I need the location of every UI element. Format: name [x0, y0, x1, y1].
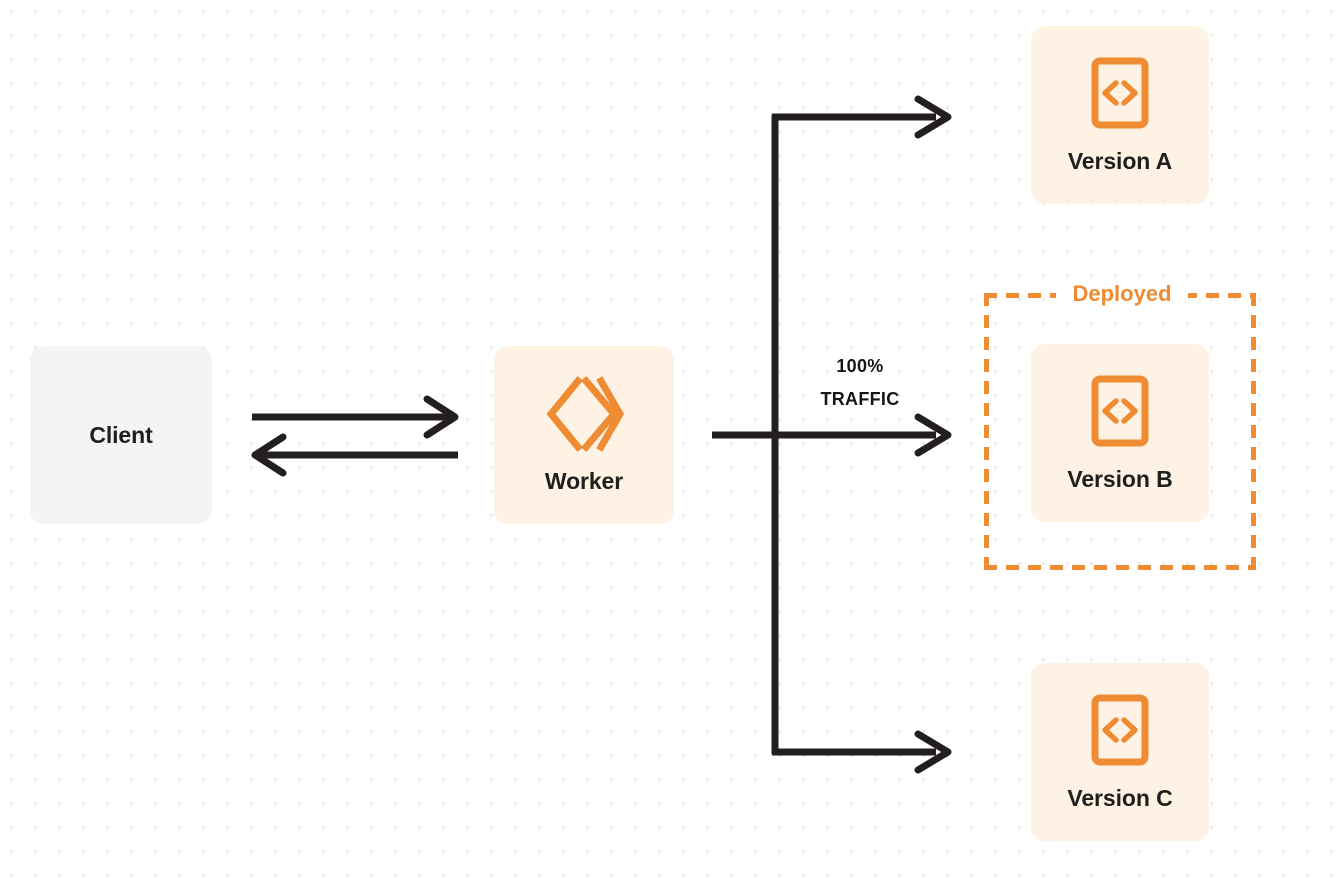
cloudflare-workers-logo-icon [543, 375, 625, 452]
deployed-group-label: Deployed [1056, 279, 1188, 309]
traffic-word: TRAFFIC [820, 389, 900, 409]
client-node[interactable]: Client [30, 346, 212, 524]
arrow-worker-to-client [251, 433, 458, 477]
client-label: Client [89, 421, 153, 448]
arrow-to-version-a [772, 95, 952, 139]
worker-node[interactable]: Worker [494, 346, 674, 524]
arrow-to-version-b [712, 413, 952, 457]
traffic-percent-value: 100% [836, 356, 884, 376]
deployed-border-top-right [1184, 293, 1256, 298]
arrow-client-to-worker [252, 395, 459, 439]
code-brackets-icon [1090, 693, 1150, 767]
code-brackets-icon [1090, 56, 1150, 130]
arrow-to-version-c [772, 730, 952, 774]
code-brackets-icon [1090, 374, 1150, 448]
deployed-border-left [984, 293, 989, 570]
version-b-label: Version B [1067, 465, 1173, 492]
deployed-border-right [1251, 293, 1256, 570]
version-c-label: Version C [1067, 784, 1173, 811]
traffic-percentage-label: 100% TRAFFIC [786, 350, 934, 416]
worker-label: Worker [544, 467, 624, 494]
version-a-label: Version A [1067, 147, 1173, 174]
version-b-node[interactable]: Version B [1031, 344, 1209, 522]
version-c-node[interactable]: Version C [1031, 663, 1209, 841]
deployed-group: Deployed [984, 279, 1256, 570]
version-a-node[interactable]: Version A [1031, 26, 1209, 204]
deployed-border-top-left [984, 293, 1060, 298]
deployed-border-bottom [984, 565, 1256, 570]
